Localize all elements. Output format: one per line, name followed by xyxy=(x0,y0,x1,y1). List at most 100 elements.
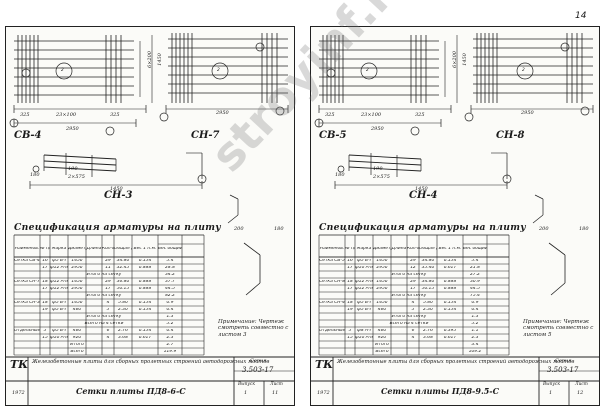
issue-value: 1 xyxy=(244,390,248,396)
spec-cell: 0.395 xyxy=(443,328,457,333)
spec-cell: Сетка СВ-5 xyxy=(319,258,345,263)
spec-cell: Итого на сетку xyxy=(86,293,122,298)
spec-header-cell: Кол-во xyxy=(102,247,114,251)
title-desc: Железобетонные плиты для сборных пролетн… xyxy=(337,359,575,365)
spec-cell: 1450 xyxy=(376,258,388,263)
spec-cell: Всего на 4 сетки xyxy=(389,321,429,326)
spec-cell: 0.154 xyxy=(138,307,152,312)
mesh-label-lower: СН-4 xyxy=(409,190,438,201)
spec-cell: ф12 А-II xyxy=(50,279,68,284)
mesh-label-top-right: СН-7 xyxy=(191,130,220,141)
title-year: 1972 xyxy=(12,390,25,396)
dim-snlow: 2×575 xyxy=(373,174,390,180)
spec-header-cell: Вес общий xyxy=(158,247,182,251)
dim-bot4: 2950 xyxy=(371,126,384,132)
spec-cell: 16 xyxy=(347,258,353,263)
spec-cell: 15 xyxy=(42,335,48,340)
spec-cell: 0.154 xyxy=(443,258,457,263)
spec-cell: ф5 В-I xyxy=(357,258,371,263)
spec-cell: 2.76 xyxy=(118,328,128,333)
spec-cell: 2950 xyxy=(71,265,83,270)
spec-cell: ф5 В-I xyxy=(52,307,66,312)
spec-cell: 0.888 xyxy=(443,279,457,284)
spec-cell: 4 xyxy=(106,335,110,340)
spec-cell: 19 xyxy=(42,307,48,312)
spec-cell: 460 xyxy=(72,328,82,333)
spec-cell: Сетка СН-4 xyxy=(319,300,345,305)
issue-value: 1 xyxy=(549,390,553,396)
dim-d1: 6×200 xyxy=(451,51,458,68)
mesh-label-top-left: СВ-4 xyxy=(14,130,42,141)
drawing-lines xyxy=(311,33,599,405)
spec-cell: 3.68 xyxy=(118,335,128,340)
spec-header-cell: Диаметр xyxy=(373,247,391,251)
dim-sn: 2950 xyxy=(216,110,229,116)
spec-cell: Сетка СВ-4 xyxy=(14,258,40,263)
spec-cell: Итого xyxy=(375,342,389,347)
spec-cell: 4 xyxy=(411,335,415,340)
dim-bot1: 325 xyxy=(325,112,335,118)
spec-cell: 34.80 xyxy=(421,279,435,284)
spec-cell: 1.1 xyxy=(471,328,479,333)
spec-cell: 1450 xyxy=(71,258,83,263)
spec-cell: 2950 xyxy=(376,265,388,270)
spec-cell: ф5 В-I xyxy=(52,300,66,305)
spec-cell: 29 xyxy=(410,258,416,263)
spec-cell: 44.5 xyxy=(470,286,480,291)
issue-label: Выпуск xyxy=(543,382,560,387)
sheet-label: Лист xyxy=(575,382,588,387)
spec-cell: Всего на 4 сетки xyxy=(84,321,124,326)
spec-cell: 0.4 xyxy=(166,307,174,312)
dim-bot2: 23×100 xyxy=(361,112,382,118)
spec-cell: 1450 xyxy=(71,279,83,284)
spec-cell: 3.4 xyxy=(471,342,479,347)
spec-cell: 17 xyxy=(347,286,353,291)
spec-cell: ф10 А-II xyxy=(355,265,373,270)
mesh-label-top-left: СВ-5 xyxy=(319,130,347,141)
spec-cell: Отдельные стержни xyxy=(14,328,40,333)
spec-cell: 5.2 xyxy=(166,321,174,326)
spec-header-cell: № п/п xyxy=(40,247,50,251)
spec-cell: 75.4 xyxy=(470,293,480,298)
spec-cell: 18 xyxy=(42,300,48,305)
spec-cell: 18 xyxy=(347,300,353,305)
spec-cell: ф12 А-II xyxy=(50,265,68,270)
dim-s4: 180 xyxy=(274,226,284,232)
spec-cell: 0.9 xyxy=(166,300,174,305)
dim-bot3: 325 xyxy=(110,112,120,118)
spec-cell: 2.3 xyxy=(471,335,479,340)
spec-cell: ф5 В-I xyxy=(357,300,371,305)
spec-cell: 0.154 xyxy=(138,300,152,305)
spec-cell: 50.15 xyxy=(116,286,130,291)
spec-cell: 17 xyxy=(42,265,48,270)
spec-header-cell: Общая длина xyxy=(419,247,437,251)
spec-cell: 1.3 xyxy=(166,314,174,319)
spec-cell: 2.30 xyxy=(423,307,433,312)
spec-cell: 82.2 xyxy=(165,293,175,298)
spec-cell: 29 xyxy=(105,279,111,284)
spec-cell: 34.2 xyxy=(165,272,175,277)
mark-2b: 2 xyxy=(522,68,525,73)
spec-cell: 30.9 xyxy=(470,279,480,284)
spec-header-cell: Кол-во xyxy=(407,247,419,251)
spec-cell: 5.80 xyxy=(423,300,433,305)
spec-cell: 36.80 xyxy=(116,279,130,284)
spec-cell: 2.76 xyxy=(423,328,433,333)
spec-cell: 29 xyxy=(105,258,111,263)
spec-cell: 18 xyxy=(347,279,353,284)
dim-s1: 180 xyxy=(335,172,345,178)
dim-d2: 1450 xyxy=(461,53,468,66)
spec-cell: 2.7 xyxy=(166,342,174,347)
note-text: Примечание: Чертеж смотреть совместно с … xyxy=(218,319,289,338)
spec-cell: 19 xyxy=(347,307,353,312)
spec-cell: 1450 xyxy=(376,300,388,305)
dim-s3: 200 xyxy=(234,226,244,232)
spec-cell: Итого на сетку xyxy=(391,272,427,277)
spec-cell: 0.888 xyxy=(138,265,152,270)
mark-2: 2 xyxy=(366,68,369,73)
spec-cell: 1450 xyxy=(71,300,83,305)
spec-cell: ф5 В-I xyxy=(357,307,371,312)
spec-cell: 460 xyxy=(72,307,82,312)
